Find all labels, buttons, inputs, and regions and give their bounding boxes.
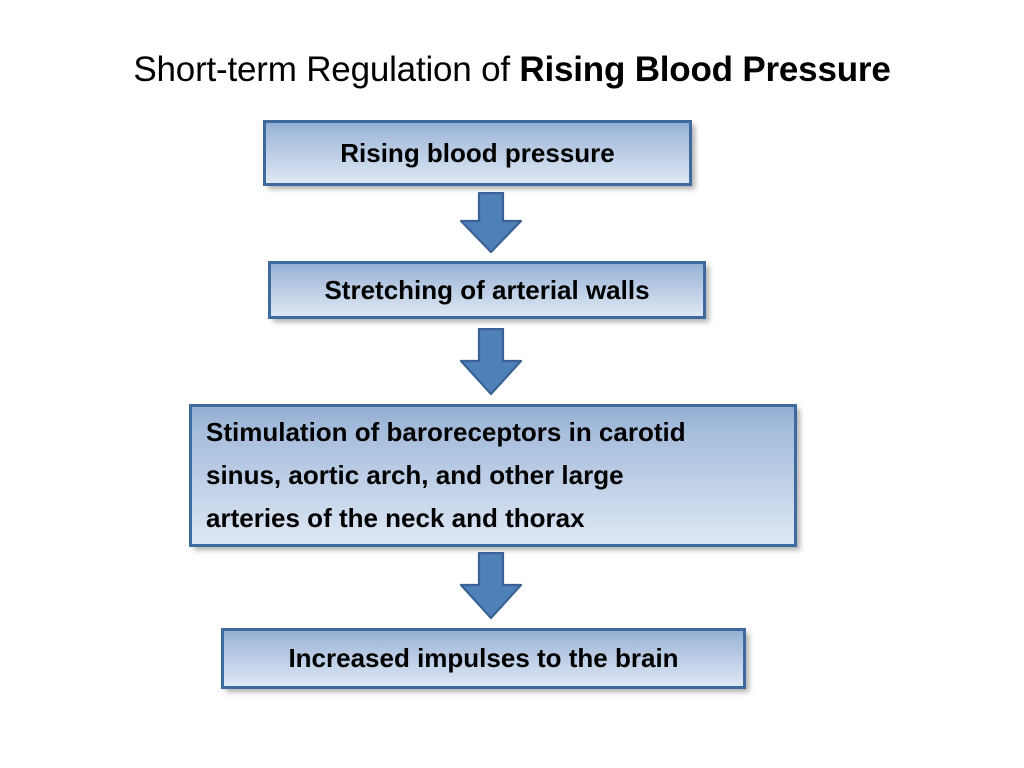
flowchart-arrow-down-3 [459, 552, 523, 620]
flowchart-node-increased-impulses-to-the-brain[interactable]: Increased impulses to the brain [221, 628, 746, 689]
flowchart-arrow-down-1 [459, 192, 523, 254]
page-title-bold-text: Rising Blood Pressure [519, 50, 891, 89]
arrow-down-icon [459, 328, 523, 396]
flowchart-node-stimulation-of-baroreceptors[interactable]: Stimulation of baroreceptors in carotid … [189, 404, 797, 547]
page-title: Short-term Regulation of Rising Blood Pr… [0, 48, 1024, 92]
flowchart-node-label: Rising blood pressure [340, 137, 615, 168]
flowchart-node-label: Increased impulses to the brain [288, 643, 679, 673]
flowchart-node-label: Stimulation of baroreceptors in carotid … [206, 417, 686, 533]
flowchart-node-label: Stretching of arterial walls [324, 274, 650, 305]
arrow-down-icon [459, 192, 523, 254]
page-title-normal-text: Short-term Regulation of [133, 50, 520, 89]
flowchart-arrow-down-2 [459, 328, 523, 396]
flowchart-node-rising-blood-pressure[interactable]: Rising blood pressure [263, 120, 692, 186]
arrow-down-icon [459, 552, 523, 620]
flowchart-node-stretching-of-arterial-walls[interactable]: Stretching of arterial walls [268, 261, 706, 319]
